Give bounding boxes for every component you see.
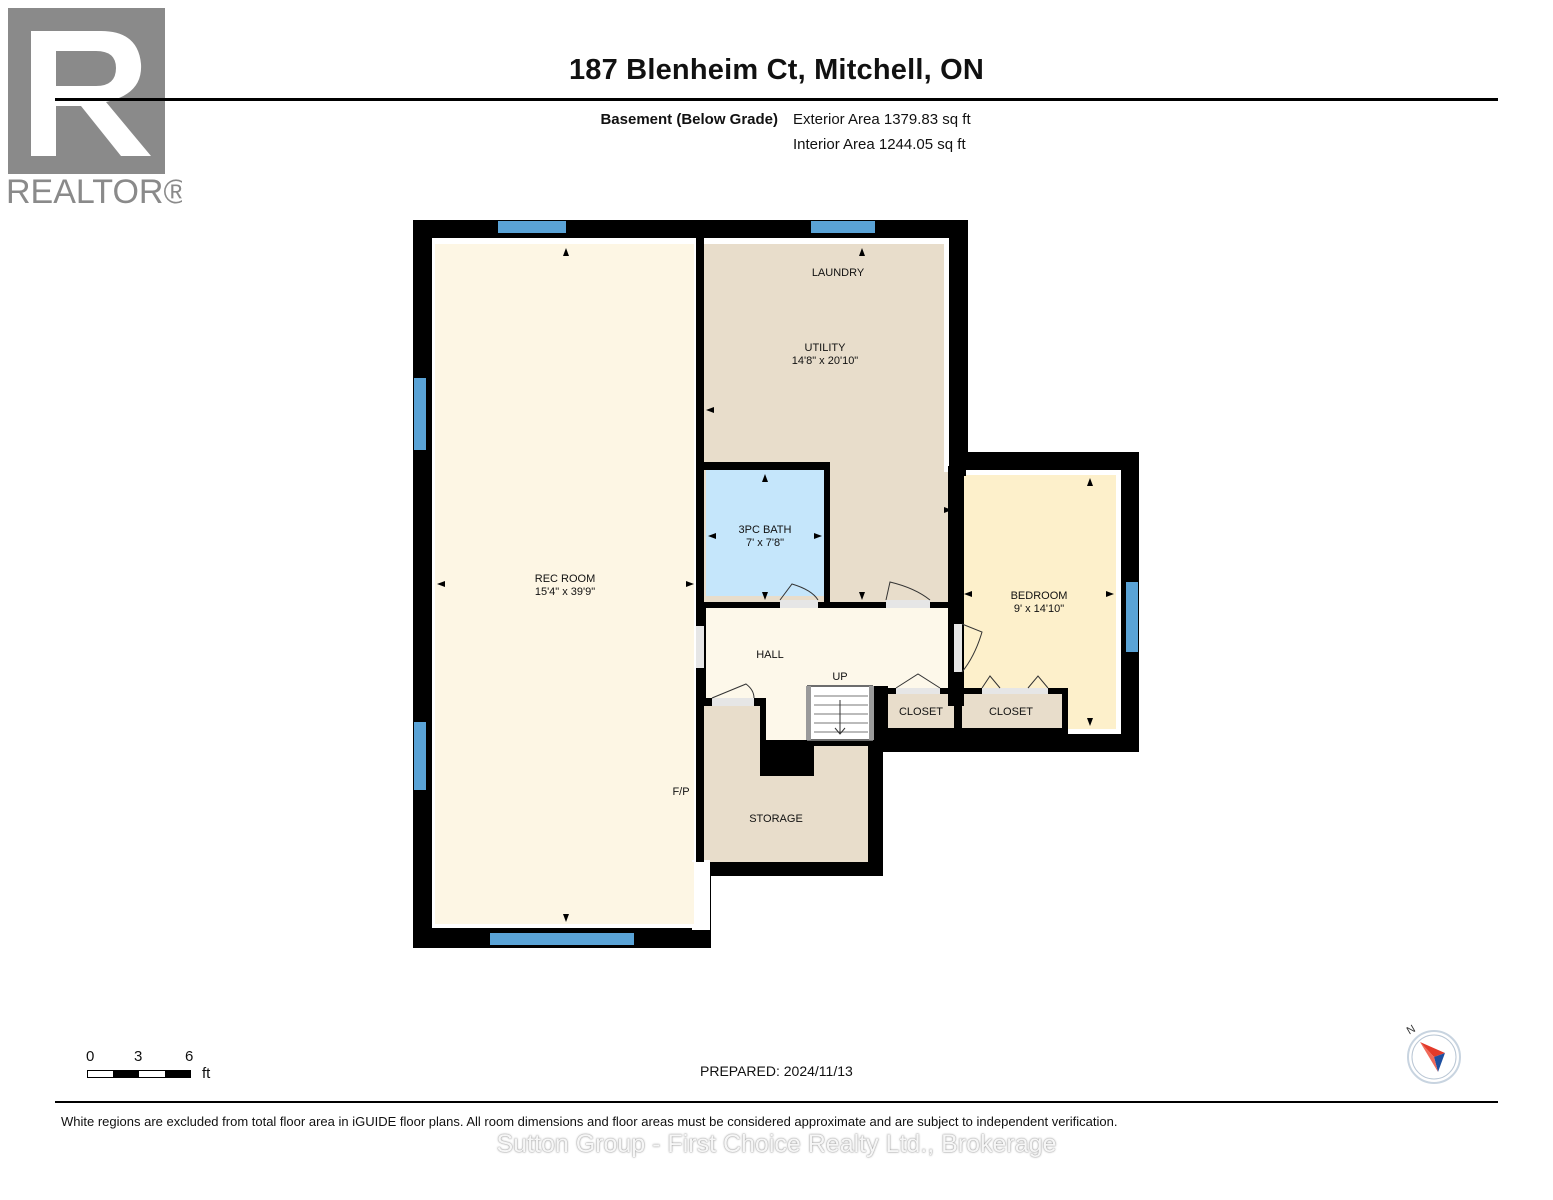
room-bedroom (964, 475, 1116, 729)
scale-tick-6: 6 (185, 1048, 194, 1065)
compass-north-label: N (1405, 1023, 1418, 1037)
laundry-label: LAUNDRY (812, 267, 865, 279)
header-rule (55, 98, 1498, 101)
rec-room-label: REC ROOM (535, 573, 596, 585)
utility-dims: 14'8" x 20'10" (792, 355, 859, 367)
fireplace-label: F/P (672, 786, 689, 798)
bedroom-label: BEDROOM (1011, 590, 1068, 602)
realtor-logo: REALTOR® (6, 6, 189, 216)
bedroom-dims: 9' x 14'10" (1014, 603, 1064, 615)
bath-dims: 7' x 7'8" (746, 537, 784, 549)
floor-label: Basement (Below Grade) (600, 111, 778, 128)
stairs-up-label: UP (832, 671, 847, 683)
storage-label: STORAGE (749, 813, 803, 825)
compass-needle-south (1434, 1053, 1445, 1072)
prepared-date: PREPARED: 2024/11/13 (700, 1063, 853, 1079)
scale-tick-0: 0 (86, 1048, 95, 1065)
room-closet-1 (888, 694, 954, 728)
closet-2-label: CLOSET (989, 706, 1033, 718)
window-bedroom-right (1126, 582, 1138, 652)
room-closet-2 (962, 694, 1062, 728)
compass-needle-north (1420, 1042, 1445, 1057)
room-3pc-bath (706, 470, 824, 596)
property-address: 187 Blenheim Ct, Mitchell, ON (568, 54, 985, 86)
window-rec-left-lower (414, 722, 426, 790)
scale-bar (87, 1070, 191, 1078)
rec-room-dims: 15'4" x 39'9" (535, 586, 595, 598)
doors (696, 581, 1049, 706)
room-utility (704, 244, 954, 602)
realtor-wordmark: REALTOR® (6, 173, 182, 211)
interior-area: Interior Area 1244.05 sq ft (793, 136, 966, 153)
window-rec-bottom (490, 933, 634, 945)
exterior-area: Exterior Area 1379.83 sq ft (793, 111, 971, 128)
room-storage (704, 706, 868, 862)
bath-label: 3PC BATH (739, 524, 792, 536)
dimension-arrows (437, 248, 1114, 922)
north-compass-icon: N (1405, 1023, 1461, 1084)
window-utility-top (811, 221, 875, 233)
brokerage-watermark: Sutton Group - First Choice Realty Ltd.,… (496, 1130, 1057, 1158)
room-rec-room (435, 244, 694, 924)
scale-tick-3: 3 (134, 1048, 143, 1065)
scale-unit: ft (202, 1065, 211, 1082)
disclaimer-text: White regions are excluded from total fl… (61, 1114, 1118, 1129)
realtor-r-glyph (31, 31, 151, 156)
closet-1-label: CLOSET (899, 706, 943, 718)
window-rec-left-upper (414, 378, 426, 450)
window-rec-top (498, 221, 566, 233)
hall-label: HALL (756, 649, 784, 661)
windows (414, 221, 1138, 945)
footer-rule (55, 1101, 1498, 1103)
utility-label: UTILITY (805, 342, 847, 354)
staircase (806, 685, 874, 741)
